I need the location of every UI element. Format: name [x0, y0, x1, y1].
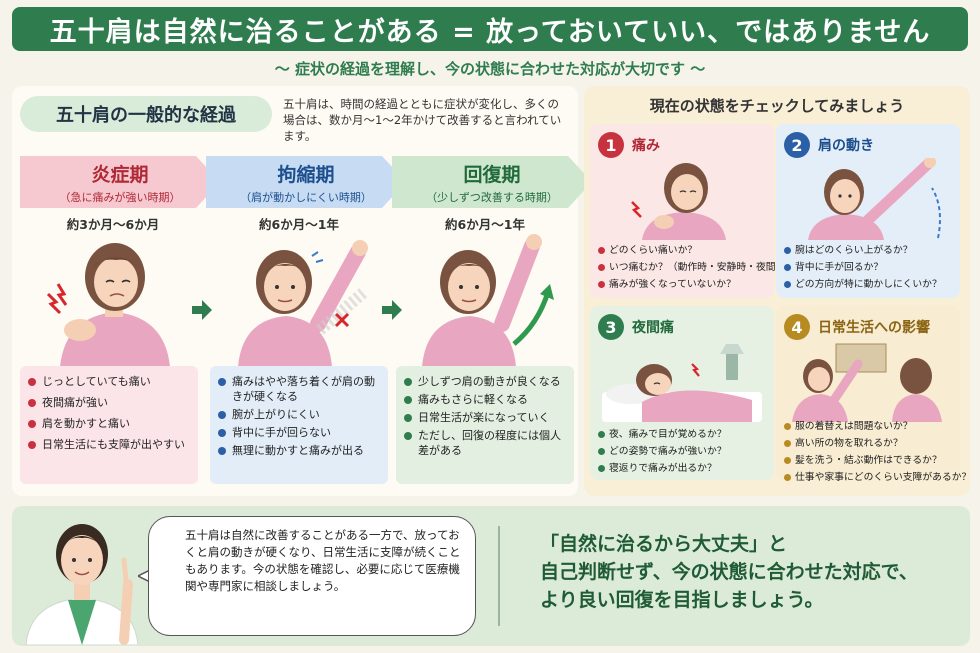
page-title: 五十肩は自然に治ることがある = 放っておいていい、ではありません — [12, 7, 968, 51]
check-card-pain: 1 痛み どのくらい痛いか？ いつ痛むか？（動作時・安静時・夜間） 痛みが強くな… — [590, 124, 785, 298]
list-item: 日常生活にも支障が出やすい — [28, 437, 192, 452]
doctor-illustration — [25, 524, 139, 645]
motion-check-illustration — [808, 158, 941, 240]
course-intro: 五十肩は、時間の経過とともに症状が変化し、多くの場合は、数か月〜1〜2年かけて改… — [283, 97, 562, 143]
closing-line: 「自然に治るから大丈夫」と — [540, 533, 788, 555]
closing-line: 自己判断せず、今の状態に合わせた対応で、 — [540, 561, 918, 583]
list-item: 背中に手が回らない — [218, 425, 382, 440]
list-item: 夜、痛みで目が覚めるか？ — [598, 428, 727, 442]
phase-frozen: 拘縮期 （肩が動かしにくい時期） — [206, 156, 406, 208]
list-item: じっとしていても痛い — [28, 374, 192, 389]
list-item: 寝返りで痛みが出るか？ — [598, 462, 727, 476]
list-item: 痛みもさらに軽くなる — [404, 392, 568, 407]
list-item: 高い所の物を取れるか？ — [784, 437, 971, 451]
check-card-daily-life: 4 日常生活への影響 服の着替えは問題ないか？ 高い所の物を取れるか？ 髪を洗う… — [776, 306, 971, 483]
phase-recovery: 回復期 （少しずつ改善する時期） — [392, 156, 592, 208]
card-header: 1 痛み — [598, 132, 660, 158]
recovery-woman-illustration — [422, 234, 554, 367]
phase-inflammation: 炎症期 （急に痛みが強い時期） — [20, 156, 220, 208]
list-item: 服の着替えは問題ないか？ — [784, 420, 971, 434]
list-item: どの姿勢で痛みが強いか？ — [598, 445, 727, 459]
card-header: 3 夜間痛 — [598, 314, 674, 340]
page-subtitle: 〜 症状の経過を理解し、今の状態に合わせた対応が大切です 〜 — [274, 60, 706, 78]
list-item: 日常生活が楽になっていく — [404, 410, 568, 425]
divider — [498, 526, 500, 626]
daily-life-illustration — [792, 343, 942, 422]
checklist-title: 現在の状態をチェックしてみましょう — [649, 96, 905, 115]
list-item: 腕が上がりにくい — [218, 407, 382, 422]
phase-symptoms-list: じっとしていても痛い 夜間痛が強い 肩を動かすと痛い 日常生活にも支障が出やすい — [20, 366, 198, 484]
card-title: 日常生活への影響 — [818, 320, 930, 336]
list-item: 腕はどのくらい上がるか？ — [784, 244, 942, 258]
phase-duration: 約3か月〜6か月 — [66, 217, 160, 232]
list-item: 夜間痛が強い — [28, 395, 192, 410]
arrow-right-icon — [382, 300, 402, 320]
list-item: どのくらい痛いか？ — [598, 244, 785, 258]
stiff-woman-illustration — [238, 240, 368, 367]
phase-name: 回復期 — [463, 163, 521, 186]
card-number: 4 — [784, 314, 810, 340]
night-pain-illustration — [602, 344, 762, 422]
pain-woman-illustration — [46, 243, 170, 367]
list-item: 痛みが強くなっていないか？ — [598, 278, 785, 292]
closing-message: 「自然に治るから大丈夫」と 自己判断せず、今の状態に合わせた対応で、 より良い回… — [540, 530, 960, 614]
list-item: いつ痛むか？（動作時・安静時・夜間） — [598, 261, 785, 275]
arrow-right-icon — [192, 300, 212, 320]
card-title: 肩の動き — [818, 138, 874, 154]
card-checklist: 服の着替えは問題ないか？ 高い所の物を取れるか？ 髪を洗う・結ぶ動作はできるか？… — [784, 420, 971, 488]
card-header: 4 日常生活への影響 — [784, 314, 930, 340]
list-item: 髪を洗う・結ぶ動作はできるか？ — [784, 454, 971, 468]
closing-line: より良い回復を目指しましょう。 — [540, 589, 824, 611]
card-checklist: どのくらい痛いか？ いつ痛むか？（動作時・安静時・夜間） 痛みが強くなっていない… — [598, 244, 785, 295]
list-item: 肩を動かすと痛い — [28, 416, 192, 431]
list-item: 仕事や家事にどのくらい支障があるか？ — [784, 471, 971, 485]
card-number: 3 — [598, 314, 624, 340]
phase-name: 炎症期 — [91, 163, 149, 186]
doctor-speech-bubble: 五十肩は自然に改善することがある一方で、放っておくと肩の動きが硬くなり、日常生活… — [148, 516, 476, 636]
course-heading: 五十肩の一般的な経過 — [20, 96, 272, 132]
phase-symptoms-list: 少しずつ肩の動きが良くなる 痛みもさらに軽くなる 日常生活が楽になっていく ただ… — [396, 366, 574, 484]
phase-symptoms-list: 痛みはやや落ち着くが肩の動きが硬くなる 腕が上がりにくい 背中に手が回らない 無… — [210, 366, 388, 484]
phase-name: 拘縮期 — [277, 163, 335, 186]
list-item: どの方向が特に動かしにくいか？ — [784, 278, 942, 292]
check-card-night-pain: 3 夜間痛 夜、痛みで目が覚めるか？ どの姿勢で痛みが強いか？ 寝返りで痛みが出… — [590, 306, 774, 480]
card-title: 夜間痛 — [632, 320, 674, 336]
check-card-motion: 2 肩の動き 腕はどのくらい上がるか？ 背中に手が回るか？ どの方向が特に動かし… — [776, 124, 960, 298]
list-item: 痛みはやや落ち着くが肩の動きが硬くなる — [218, 374, 382, 404]
list-item: 少しずつ肩の動きが良くなる — [404, 374, 568, 389]
card-checklist: 腕はどのくらい上がるか？ 背中に手が回るか？ どの方向が特に動かしにくいか？ — [784, 244, 942, 295]
list-item: 無理に動かすと痛みが出る — [218, 443, 382, 458]
phase-sub: （少しずつ改善する時期） — [426, 190, 558, 204]
phase-sub: （肩が動かしにくい時期） — [240, 190, 372, 204]
pain-check-illustration — [631, 163, 726, 240]
card-header: 2 肩の動き — [784, 132, 874, 158]
phase-duration: 約6か月〜1年 — [445, 217, 525, 232]
card-number: 1 — [598, 132, 624, 158]
list-item: ただし、回復の程度には個人差がある — [404, 428, 568, 458]
card-number: 2 — [784, 132, 810, 158]
phase-duration: 約6か月〜1年 — [259, 217, 339, 232]
card-checklist: 夜、痛みで目が覚めるか？ どの姿勢で痛みが強いか？ 寝返りで痛みが出るか？ — [598, 428, 727, 479]
list-item: 背中に手が回るか？ — [784, 261, 942, 275]
phase-sub: （急に痛みが強い時期） — [59, 190, 181, 204]
card-title: 痛み — [632, 138, 660, 154]
